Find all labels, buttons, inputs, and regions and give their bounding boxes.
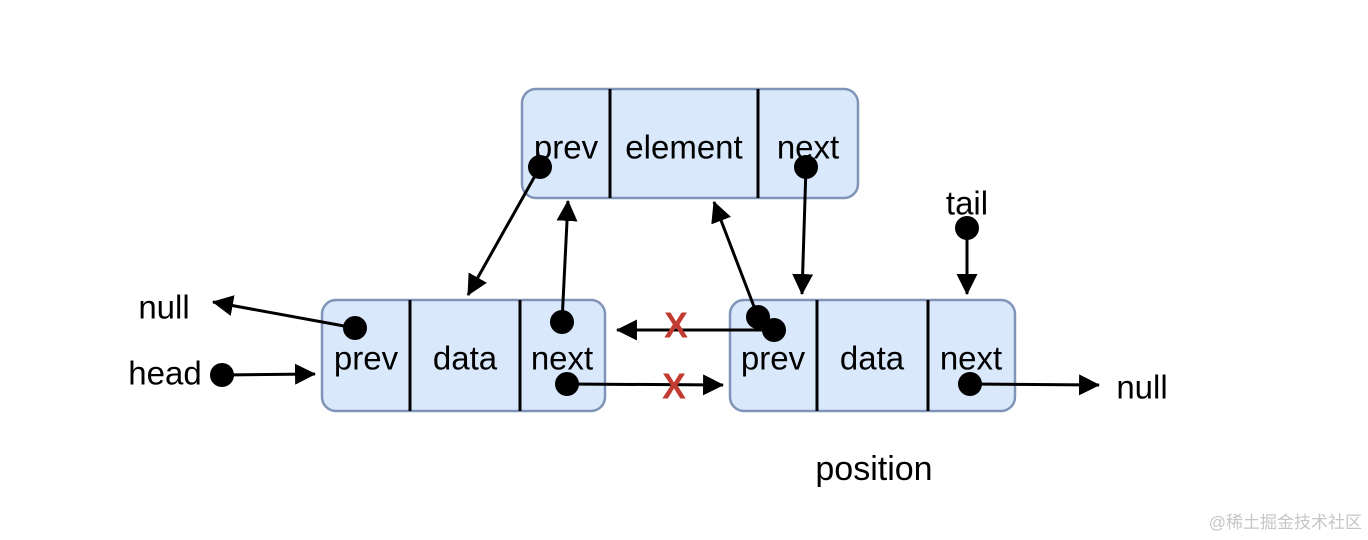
- cross-out-x-icon: X: [662, 366, 686, 407]
- node-new-element: prev element next: [520, 87, 860, 200]
- position-prev-cell-label: prev: [741, 340, 806, 377]
- new-element-prev-dot: [528, 155, 552, 179]
- position-data-cell-label: data: [840, 340, 905, 377]
- null-right-label: null: [1116, 369, 1167, 406]
- position-prev-new-dot: [746, 305, 770, 329]
- node-left: prev data next: [320, 298, 607, 413]
- cross-out-x-icon: X: [664, 305, 688, 346]
- watermark-text: @稀土掘金技术社区: [1209, 513, 1362, 532]
- left-data-cell-label: data: [433, 340, 498, 377]
- left-next-old-dot: [555, 372, 579, 396]
- position-next-to-null-arrow: [969, 374, 1101, 396]
- head-pointer-arrow: [221, 363, 317, 385]
- new-element-next-to-position-arrow: [792, 166, 814, 296]
- new-element-data-cell-label: element: [625, 129, 742, 166]
- left-prev-dot: [343, 316, 367, 340]
- position-label: position: [815, 450, 932, 488]
- position-prev-to-new-element-arrow: [711, 201, 760, 318]
- null-left-label: null: [138, 289, 189, 326]
- old-left-next-to-position-arrow-crossed: [566, 374, 725, 396]
- node-position-box: [728, 298, 1017, 413]
- new-element-prev-to-left-arrow: [466, 166, 542, 296]
- node-left-box: [320, 298, 607, 413]
- left-prev-cell-label: prev: [334, 340, 399, 377]
- position-next-dot: [958, 372, 982, 396]
- node-new-element-box: [520, 87, 860, 200]
- head-label: head: [128, 355, 201, 392]
- position-prev-old-dot: [762, 318, 786, 342]
- new-element-next-dot: [794, 155, 818, 179]
- head-dot: [210, 363, 234, 387]
- position-next-cell-label: next: [940, 340, 1002, 377]
- left-next-new-dot: [550, 310, 574, 334]
- tail-label: tail: [946, 185, 988, 222]
- left-next-cell-label: next: [531, 340, 593, 377]
- node-position: prev data next: [728, 298, 1017, 413]
- tail-dot: [955, 216, 979, 240]
- left-next-to-new-element-arrow: [556, 199, 578, 323]
- left-prev-to-null-arrow: [211, 295, 356, 330]
